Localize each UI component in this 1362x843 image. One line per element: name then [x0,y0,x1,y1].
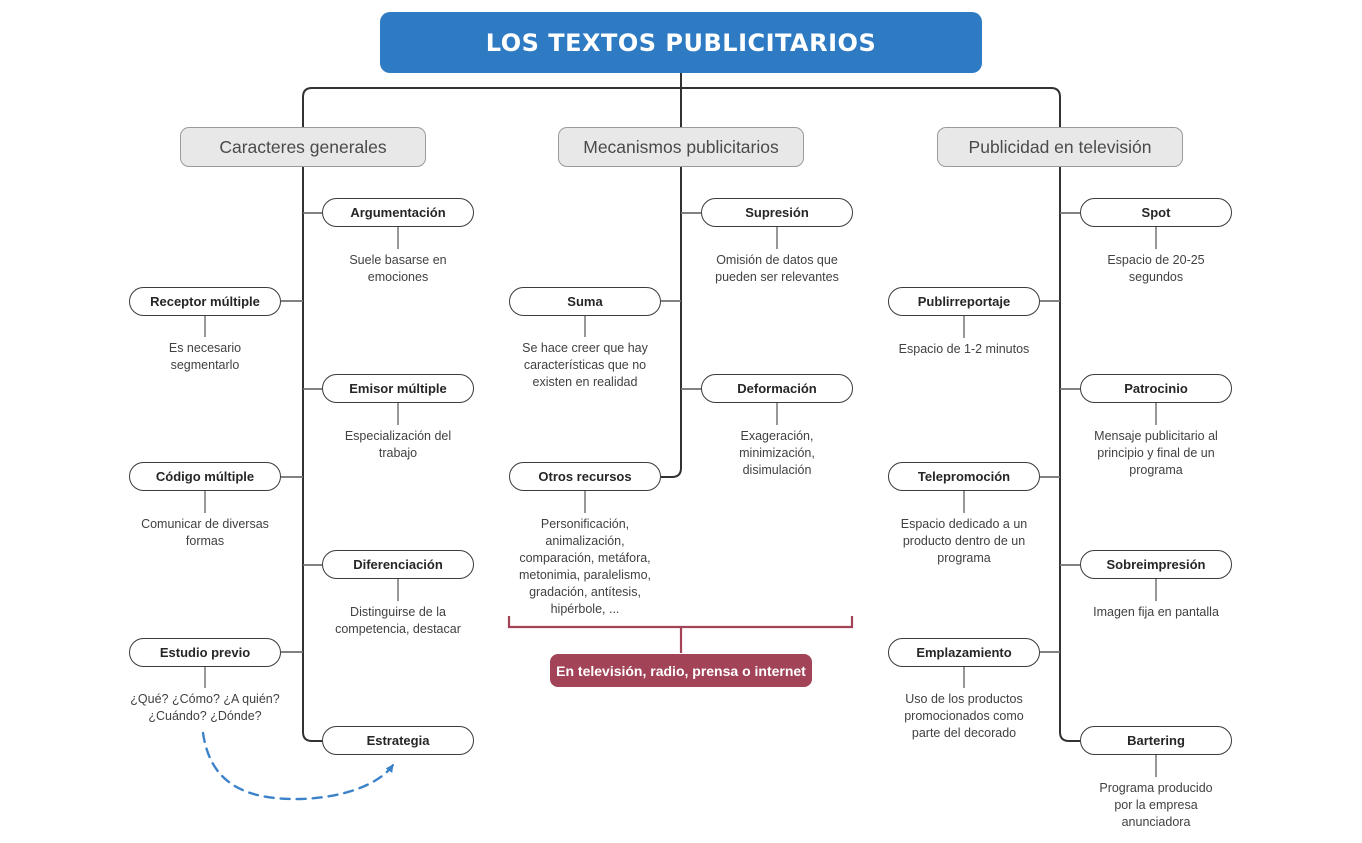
node-estudio-previo: Estudio previo [129,638,281,667]
desc-deformacion: Exageración, minimización, disimulación [739,429,815,477]
media-brace-bracket [507,616,854,653]
desc-diferenciacion: Distinguirse de la competencia, destacar [335,605,461,636]
node-patrocinio: Patrocinio [1080,374,1232,403]
node-deformacion: Deformación [701,374,853,403]
description-connectors [204,227,1157,777]
desc-patrocinio: Mensaje publicitario al principio y fina… [1094,429,1218,477]
desc-sobreimpresion: Imagen fija en pantalla [1093,605,1219,619]
node-spot: Spot [1080,198,1232,227]
node-bartering: Bartering [1080,726,1232,755]
node-emisor-multiple: Emisor múltiple [322,374,474,403]
branch-header-mecanismos-publicitarios: Mecanismos publicitarios [558,127,804,167]
desc-suma: Se hace creer que hay características qu… [522,341,648,389]
desc-argumentacion: Suele basarse en emociones [349,253,447,284]
desc-estudio-previo: ¿Qué? ¿Cómo? ¿A quién? ¿Cuándo? ¿Dónde? [130,692,280,723]
desc-emplazamiento: Uso de los productos promocionados como … [904,692,1024,740]
node-supresion: Supresión [701,198,853,227]
node-emplazamiento: Emplazamiento [888,638,1040,667]
node-sobreimpresion: Sobreimpresión [1080,550,1232,579]
desc-codigo-multiple: Comunicar de diversas formas [141,517,269,548]
desc-supresion: Omisión de datos que pueden ser relevant… [715,253,839,284]
node-codigo-multiple: Código múltiple [129,462,281,491]
node-stub-connectors [281,212,1080,653]
node-receptor-multiple: Receptor múltiple [129,287,281,316]
node-argumentacion: Argumentación [322,198,474,227]
desc-receptor-multiple: Es necesario segmentarlo [168,341,242,372]
feedback-dashed-arrow-icon [201,731,395,801]
desc-spot: Espacio de 20-25 segundos [1107,253,1205,284]
node-otros-recursos: Otros recursos [509,462,661,491]
map-title-label: LOS TEXTOS PUBLICITARIOS [485,28,877,57]
node-publirreportaje: Publirreportaje [888,287,1040,316]
node-telepromocion: Telepromoción [888,462,1040,491]
tree-trunk-connectors [302,73,1080,742]
node-estrategia: Estrategia [322,726,474,755]
desc-publirreportaje: Espacio de 1-2 minutos [898,342,1030,356]
media-callout: En televisión, radio, prensa o internet [550,654,812,687]
branch-header-caracteres-generales: Caracteres generales [180,127,426,167]
node-diferenciacion: Diferenciación [322,550,474,579]
desc-bartering: Programa producido por la empresa anunci… [1099,781,1213,829]
desc-otros-recursos: Personificación, animalización, comparac… [519,517,651,616]
map-title: LOS TEXTOS PUBLICITARIOS [380,12,982,73]
desc-telepromocion: Espacio dedicado a un producto dentro de… [900,517,1028,565]
branch-header-publicidad-en-television: Publicidad en televisión [937,127,1183,167]
node-suma: Suma [509,287,661,316]
desc-emisor-multiple: Especialización del trabajo [344,429,452,460]
